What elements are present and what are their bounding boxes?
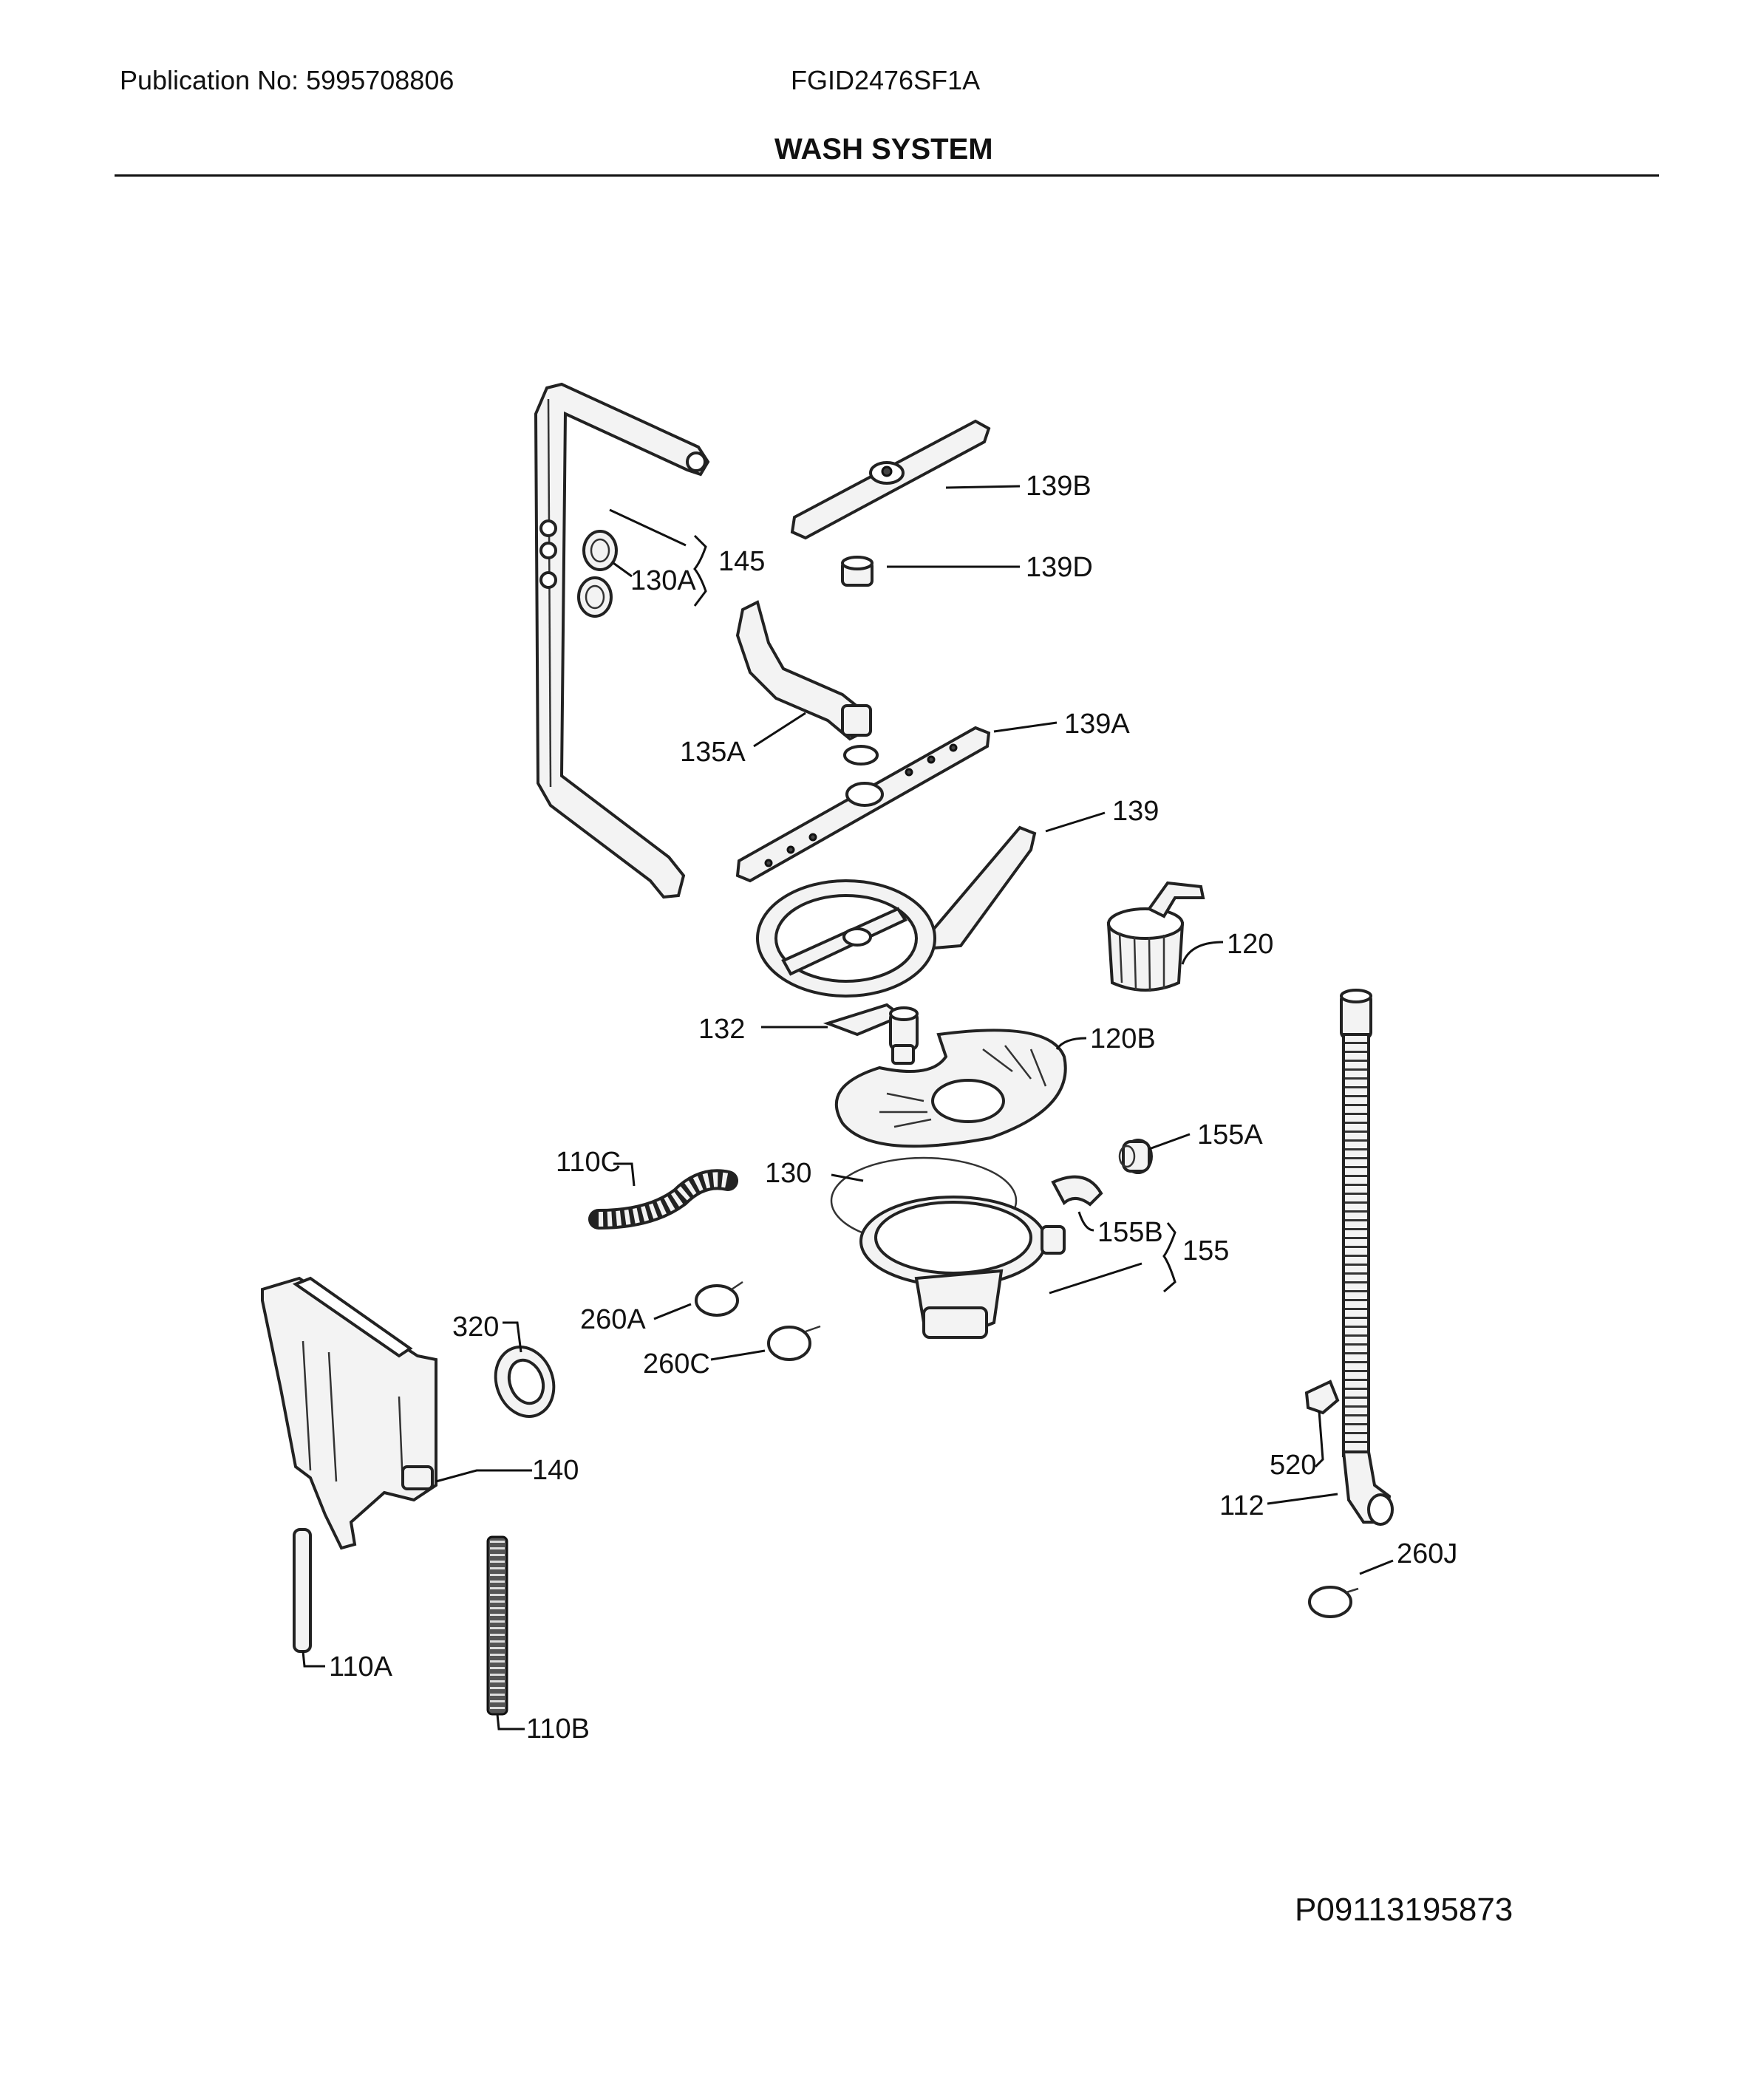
part-130A-seals (577, 530, 618, 618)
header-rule (115, 174, 1659, 177)
label-135A: 135A (680, 737, 746, 768)
part-120-filter (1106, 881, 1205, 992)
label-155: 155 (1182, 1235, 1229, 1266)
part-110C-hose (588, 1169, 738, 1230)
label-320: 320 (452, 1312, 499, 1343)
part-140-intake (261, 1276, 437, 1550)
label-120: 120 (1227, 929, 1273, 960)
part-520-clip (1304, 1380, 1340, 1415)
label-112: 112 (1219, 1490, 1264, 1521)
label-260A: 260A (580, 1304, 646, 1335)
label-110B: 110B (526, 1714, 590, 1745)
leader-lines (302, 485, 1394, 1731)
section-title: WASH SYSTEM (774, 133, 993, 166)
part-135A-conduit (735, 600, 879, 766)
part-132-valve (823, 1003, 919, 1065)
part-139A-middle-spray-arm (735, 726, 991, 883)
label-110C: 110C (556, 1147, 621, 1178)
label-155A: 155A (1197, 1119, 1263, 1150)
label-120B: 120B (1090, 1023, 1156, 1054)
part-labels: 139B 139D 145 130A 135A 139A 139 120 132… (329, 471, 1457, 1745)
label-139A: 139A (1064, 709, 1130, 740)
part-110A-tube (293, 1528, 312, 1653)
label-130: 130 (765, 1158, 811, 1189)
part-139D-nut (841, 556, 874, 587)
part-155B-clip (1051, 1175, 1103, 1207)
label-140: 140 (532, 1455, 579, 1486)
label-139D: 139D (1026, 552, 1093, 583)
part-260C-clamp (767, 1325, 821, 1361)
part-139-lower-spray-arm (756, 825, 1037, 998)
part-260A-clamp (695, 1281, 743, 1317)
label-155B: 155B (1097, 1217, 1163, 1248)
part-130-sump (830, 1156, 1066, 1339)
diagram-code: P09113195873 (1295, 1892, 1513, 1928)
part-112-drain-hose (1340, 989, 1394, 1526)
label-139B: 139B (1026, 471, 1092, 502)
part-145-supply-tube (534, 382, 710, 899)
label-139: 139 (1112, 796, 1159, 827)
part-260J-clamp (1308, 1586, 1359, 1618)
label-260C: 260C (643, 1348, 710, 1380)
model-number: FGID2476SF1A (791, 65, 981, 95)
part-320-seal (494, 1346, 556, 1418)
label-520: 520 (1270, 1450, 1316, 1481)
label-110A: 110A (329, 1651, 393, 1682)
part-155A-seal (1118, 1139, 1153, 1174)
label-130A: 130A (630, 565, 696, 596)
label-260J: 260J (1397, 1538, 1457, 1569)
label-132: 132 (698, 1014, 745, 1045)
part-120B-filter-plate (834, 1029, 1067, 1148)
label-145: 145 (718, 546, 765, 577)
publication-number: Publication No: 5995708806 (120, 65, 454, 95)
part-139B-upper-spray-arm (790, 419, 991, 540)
part-110B-tube (486, 1535, 508, 1716)
